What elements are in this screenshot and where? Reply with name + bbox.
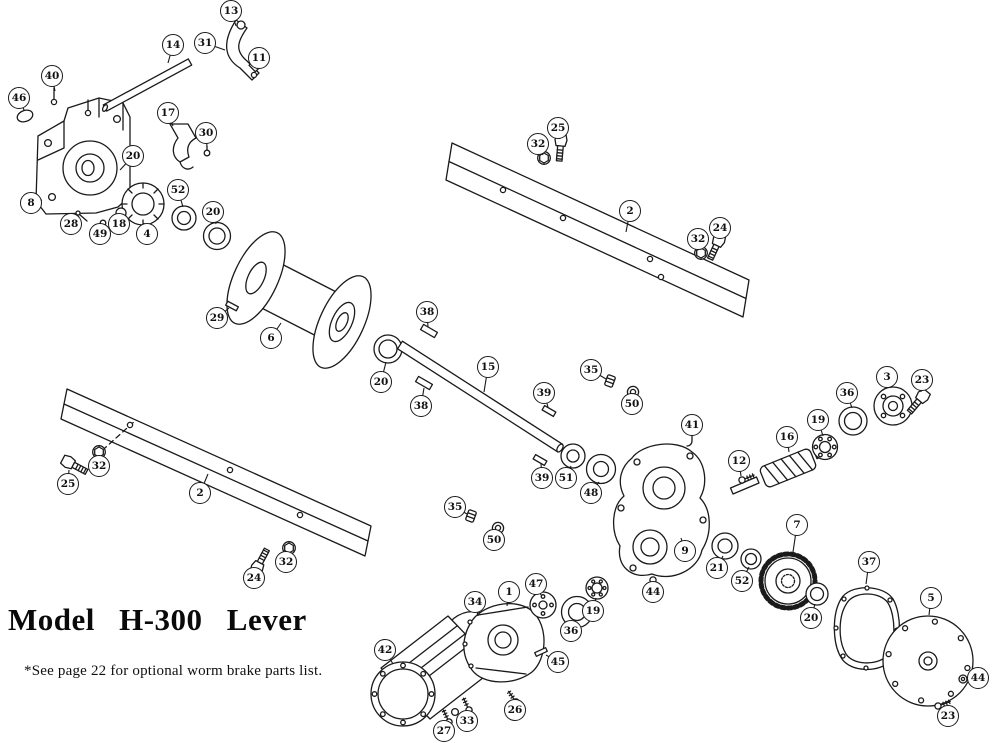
leader-line <box>940 708 949 717</box>
leader-line <box>493 532 498 541</box>
leader-line <box>167 112 174 127</box>
leader-line <box>967 677 979 680</box>
drum-shaft <box>373 323 617 485</box>
leader-line <box>380 361 387 383</box>
leader-line <box>30 199 43 204</box>
leader-line <box>199 473 209 494</box>
leader-line <box>716 555 724 569</box>
leader-line <box>204 42 226 51</box>
leader-line <box>810 603 816 619</box>
leader-line <box>205 132 208 148</box>
leader-line <box>483 366 489 393</box>
leader-line <box>592 597 597 612</box>
clutch-housing <box>462 603 545 683</box>
handle-rod <box>101 58 193 112</box>
leader-line <box>212 211 217 225</box>
leader-line <box>718 227 721 240</box>
leader-line <box>466 710 469 722</box>
end-cover-plate <box>882 615 974 711</box>
leader-line <box>543 392 549 408</box>
leader-line <box>70 215 80 225</box>
leader-line <box>118 215 122 225</box>
leader-line <box>545 654 559 663</box>
leader-line <box>792 524 798 553</box>
leader-line <box>285 553 290 563</box>
leader-line <box>570 624 576 632</box>
leader-line <box>537 143 544 156</box>
leader-line <box>474 601 479 617</box>
leader-line <box>631 396 634 405</box>
leader-line <box>535 583 542 596</box>
leader-line <box>741 566 750 582</box>
leader-line <box>230 10 237 27</box>
leader-line <box>177 189 184 208</box>
leader-line <box>557 127 561 140</box>
leader-line <box>865 561 870 585</box>
leader-line <box>565 465 572 479</box>
leader-line <box>253 569 257 579</box>
leader-line <box>18 97 25 111</box>
footnote: *See page 22 for optional worm brake par… <box>24 663 323 679</box>
leader-line <box>697 238 702 251</box>
leader-line <box>454 506 468 515</box>
leader-line <box>513 700 516 711</box>
leader-line <box>506 591 510 607</box>
leader-line <box>738 460 742 477</box>
leader-line <box>119 155 134 171</box>
bearing-and-flange <box>811 386 933 461</box>
leader-line <box>590 369 607 380</box>
leader-line <box>143 222 148 235</box>
page-title: Model H-300 Lever <box>8 602 307 637</box>
leader-line <box>384 649 394 665</box>
leader-line <box>590 481 600 494</box>
leader-line <box>680 537 686 552</box>
clutch-parts <box>115 182 232 251</box>
leader-line <box>99 225 104 235</box>
leader-line <box>426 311 429 328</box>
leader-line <box>420 387 425 407</box>
worm-wheel-gear <box>711 532 829 611</box>
frame-angle-top <box>445 142 750 318</box>
leader-line <box>688 424 693 435</box>
leader-line <box>270 322 282 339</box>
leader-line <box>51 75 56 92</box>
leader-line <box>846 392 853 409</box>
leader-line <box>625 210 631 233</box>
leader-line <box>928 597 932 616</box>
leader-line <box>817 419 824 437</box>
leader-line <box>540 463 543 479</box>
leader-line <box>67 469 70 485</box>
leader-line <box>786 436 790 453</box>
shift-fork <box>169 123 211 170</box>
leader-line <box>886 376 892 389</box>
leader-line <box>216 307 230 319</box>
cable-drum <box>225 231 372 369</box>
leader-line <box>920 379 923 393</box>
leader-line <box>443 721 449 732</box>
front-gear-housing <box>16 87 131 227</box>
leader-line <box>255 57 260 68</box>
leader-line <box>167 44 174 64</box>
